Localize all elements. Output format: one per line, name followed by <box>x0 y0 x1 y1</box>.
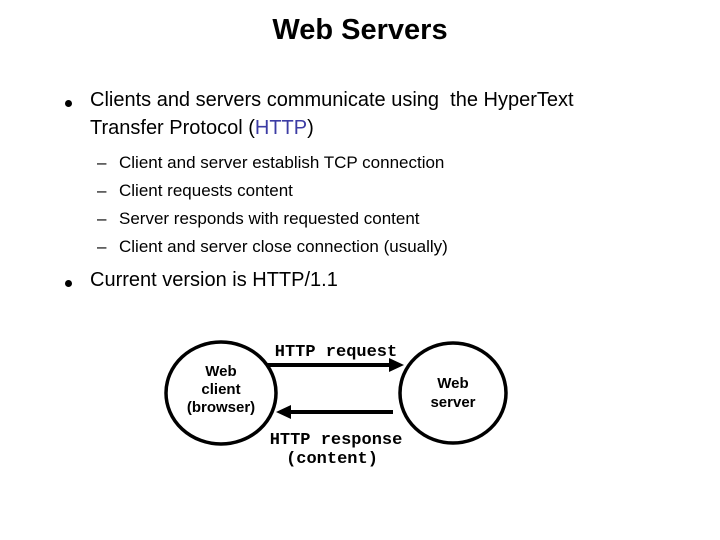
web-server-label-line1: Web <box>437 375 468 392</box>
diagram-svg: HTTP request HTTP response (content) Web… <box>164 340 508 469</box>
slide-title: Web Servers <box>272 14 448 46</box>
web-server-node-circle <box>398 341 508 445</box>
client-server-diagram: HTTP request HTTP response (content) Web… <box>140 330 560 495</box>
http-request-label: HTTP request <box>275 343 397 362</box>
sub-bullet-label: Server responds with requested content <box>119 209 420 228</box>
dash-bullet-icon: – <box>97 209 107 228</box>
web-server-label-line2: server <box>430 394 475 411</box>
dash-bullet-icon: – <box>97 237 107 256</box>
sub-bullet-client-requests: – Client requests content <box>97 177 657 205</box>
response-arrowhead-icon <box>276 405 291 419</box>
bullet1-line2-pre: Transfer Protocol ( <box>90 117 255 139</box>
bullet1-line1: Clients and servers communicate using th… <box>90 89 574 111</box>
dash-bullet-icon: – <box>97 181 107 200</box>
http-highlight-text: HTTP <box>254 117 308 139</box>
sub-bullet-label: Client requests content <box>119 181 293 200</box>
sub-bullet-label: Client and server close connection (usua… <box>119 237 448 256</box>
bullet-dot-icon <box>65 100 72 107</box>
bullet-item-current-version: Current version is HTTP/1.1 <box>90 269 338 291</box>
web-client-node-circle <box>164 340 278 446</box>
sub-bullet-close-connection: – Client and server close connection (us… <box>97 233 657 261</box>
web-client-label-line3: (browser) <box>187 399 255 416</box>
sub-bullet-tcp-connection: – Client and server establish TCP connec… <box>97 149 657 177</box>
http-response-content-label: (content) <box>286 450 378 469</box>
sub-bullet-list: – Client and server establish TCP connec… <box>97 149 657 261</box>
web-client-label-line1: Web <box>205 363 236 380</box>
sub-bullet-server-responds: – Server responds with requested content <box>97 205 657 233</box>
bullet-dot-icon <box>65 280 72 287</box>
request-arrowhead-icon <box>389 358 404 372</box>
web-client-label-line2: client <box>201 381 240 398</box>
bullet1-line2-post: ) <box>307 117 314 139</box>
sub-bullet-label: Client and server establish TCP connecti… <box>119 153 445 172</box>
dash-bullet-icon: – <box>97 153 107 172</box>
http-response-label: HTTP response <box>270 431 403 450</box>
bullet-item-http-protocol: Clients and servers communicate using th… <box>90 86 680 142</box>
